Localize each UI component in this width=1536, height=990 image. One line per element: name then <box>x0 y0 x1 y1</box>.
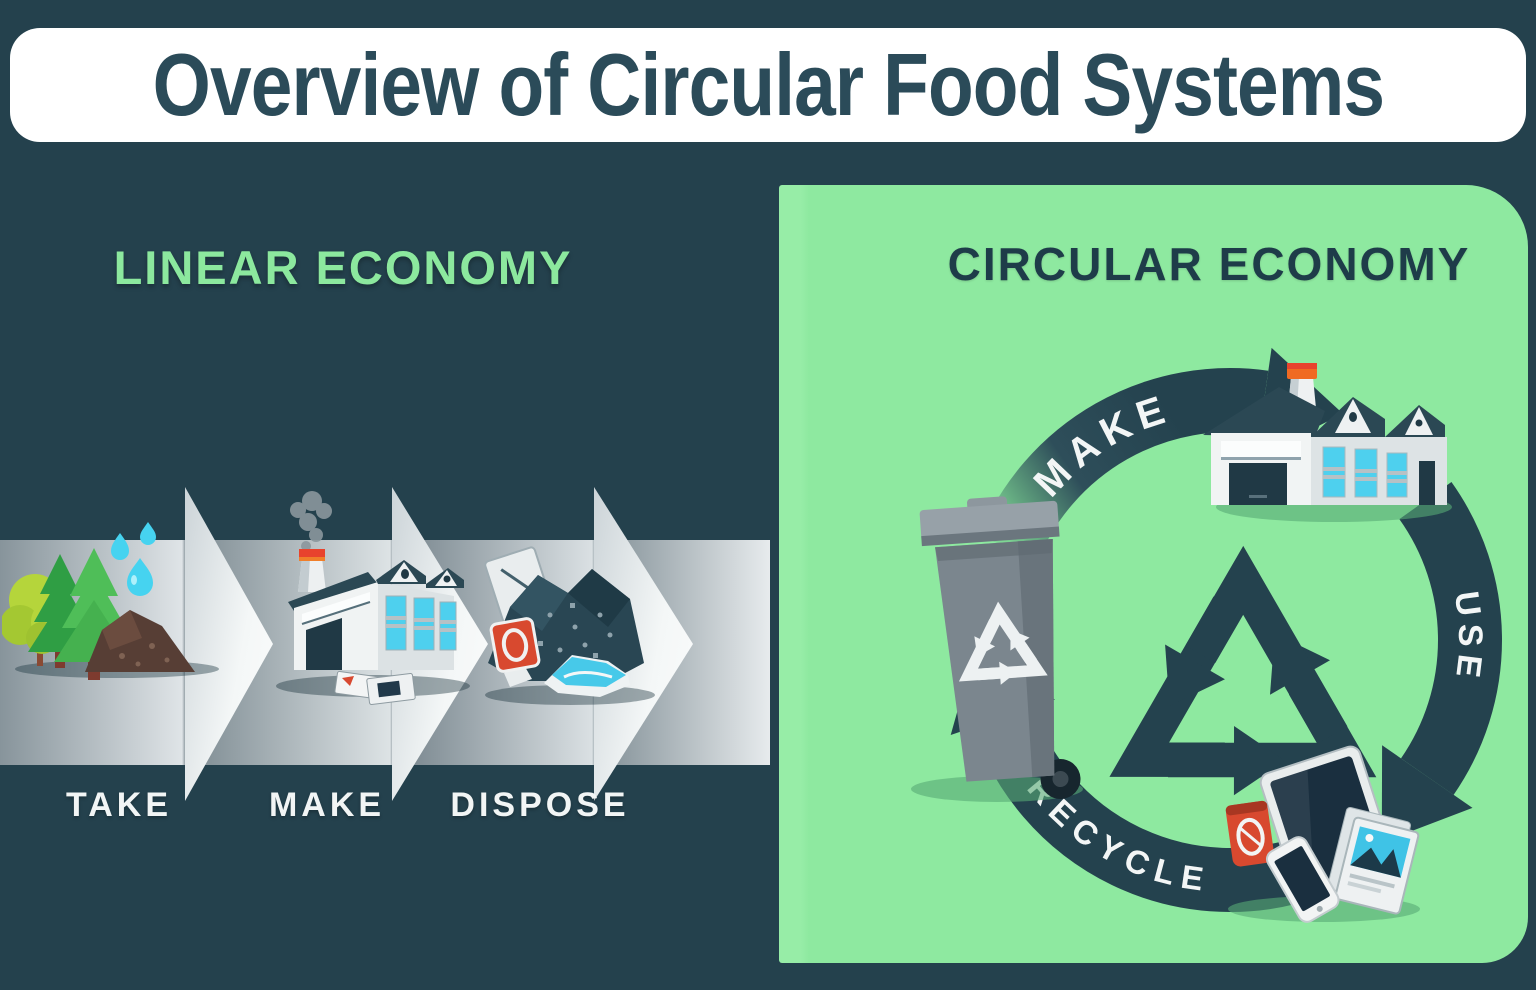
recycling-bin-icon <box>919 496 1081 800</box>
spilled-papers-icon <box>334 670 416 705</box>
factory-windows <box>385 595 457 651</box>
bin-shadow <box>911 776 1083 802</box>
linear-economy-heading: LINEAR ECONOMY <box>113 241 573 294</box>
step-label-make: MAKE <box>268 786 386 824</box>
circular-economy-panel: CIRCULAR ECONOMY <box>779 185 1528 963</box>
circular-cycle-diagram: MAKE USE RECYCLE <box>911 347 1502 923</box>
water-droplets-icon <box>111 522 156 596</box>
discarded-shoe-icon <box>544 655 630 697</box>
use-arc-arrow <box>1399 482 1502 795</box>
electronic-devices-icon <box>1225 745 1420 923</box>
stage-label-use: USE <box>1447 589 1489 687</box>
step-label-take: TAKE <box>65 786 173 824</box>
crushed-can-icon <box>489 617 541 673</box>
step-label-dispose: DISPOSE <box>450 786 630 824</box>
smoke-icon <box>290 491 332 551</box>
circular-economy-heading: CIRCULAR ECONOMY <box>947 238 1471 290</box>
dispose-illustration <box>484 546 655 705</box>
make-illustration <box>276 491 470 705</box>
factory-icon <box>1203 363 1452 522</box>
soil-mound-icon <box>85 610 195 672</box>
page-title: Overview of Circular Food Systems <box>152 35 1384 134</box>
take-illustration <box>2 522 219 680</box>
use-arrowhead-icon <box>1381 745 1473 843</box>
factory-icon <box>288 549 464 670</box>
title-banner: Overview of Circular Food Systems <box>10 28 1526 142</box>
